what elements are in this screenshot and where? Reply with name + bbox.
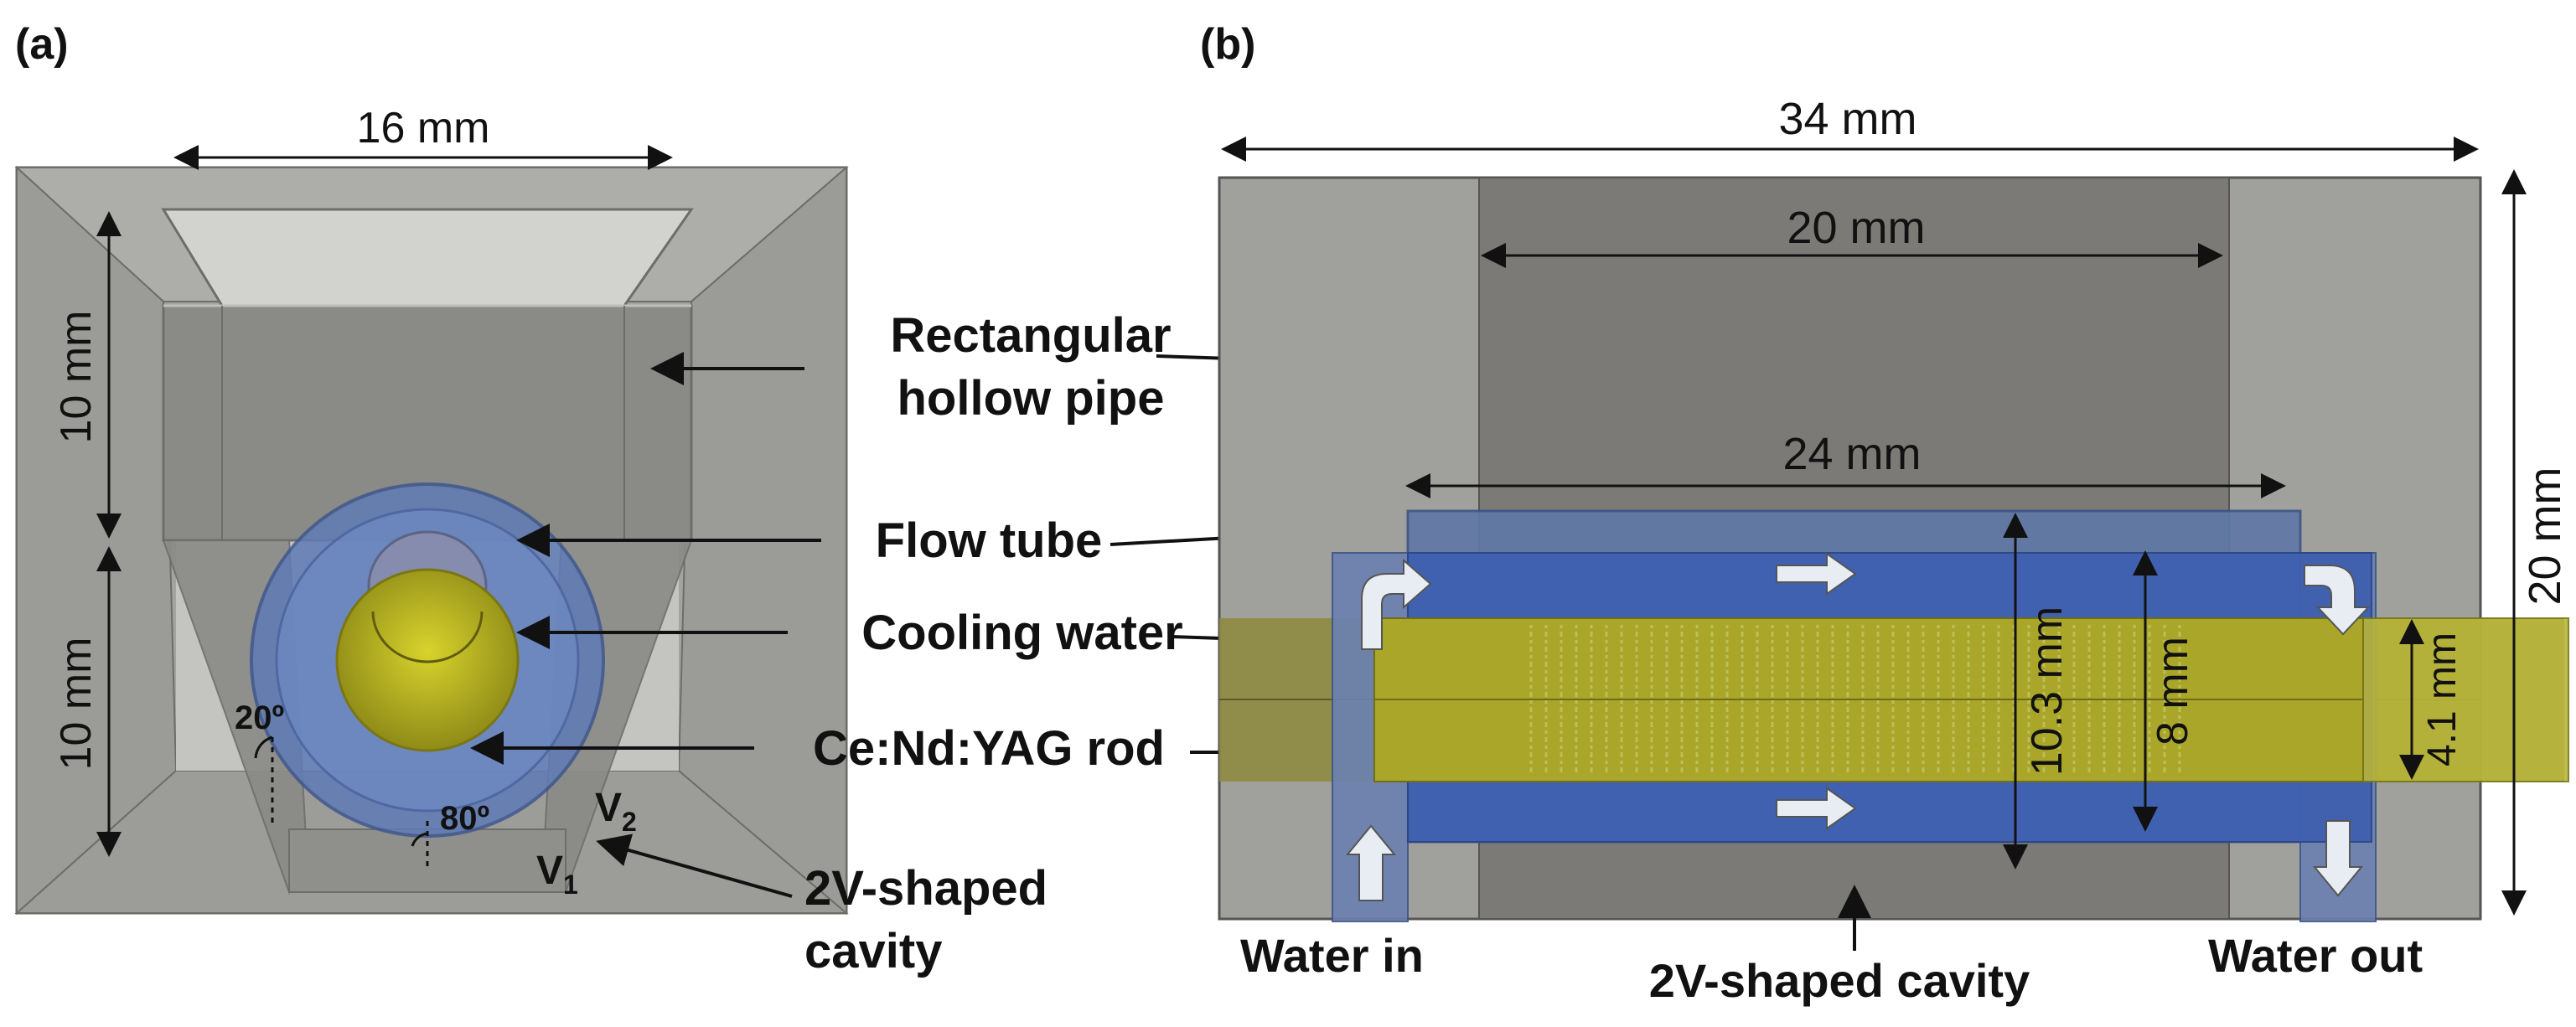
label-cavity: cavity <box>804 924 942 978</box>
v1-label: V1 <box>536 849 578 900</box>
dim-10mm-lower: 10 mm <box>52 637 101 771</box>
label-2v-shaped: 2V-shaped <box>804 861 1047 916</box>
label-rectangular: Rectangular <box>890 308 1171 363</box>
label-water-out: Water out <box>2208 929 2423 982</box>
dim-20mm-pipe: 20 mm <box>1787 203 1925 253</box>
angle-20: 20º <box>235 699 284 736</box>
label-2v-cavity-b: 2V-shaped cavity <box>1649 954 2030 1007</box>
label-hollow-pipe: hollow pipe <box>897 371 1165 426</box>
ce-nd-yag-rod-cross-section <box>335 568 520 752</box>
dim-10mm-upper: 10 mm <box>52 311 101 444</box>
label-water-in: Water in <box>1240 929 1424 982</box>
dim-24mm: 24 mm <box>1782 429 1921 479</box>
angle-80: 80º <box>440 800 489 837</box>
panel-b-label: (b) <box>1200 20 1255 69</box>
dim-34mm: 34 mm <box>1778 94 1916 144</box>
flow-arrow-inlet-turn <box>1361 558 1432 650</box>
label-flow-tube: Flow tube <box>876 514 1103 568</box>
label-rod: Ce:Nd:YAG rod <box>813 721 1165 776</box>
dim-16mm: 16 mm <box>357 104 490 152</box>
v2-label: V2 <box>595 786 637 837</box>
flow-arrow-in <box>1345 824 1397 901</box>
label-cooling-water: Cooling water <box>861 606 1182 660</box>
cavity-bottom <box>288 828 566 893</box>
dim-20mm-height: 20 mm <box>2520 467 2570 605</box>
flow-arrow-bottom <box>1776 787 1857 830</box>
dim-4-1mm: 4.1 mm <box>2420 632 2465 766</box>
pipe-top-face <box>161 208 694 307</box>
dim-8mm: 8 mm <box>2149 637 2197 746</box>
dim-10-3mm: 10.3 mm <box>2023 606 2072 776</box>
panel-a: (a) 16 mm 10 mm 10 mm <box>14 20 849 916</box>
rod-outlet-end <box>2362 617 2569 782</box>
flow-arrow-out <box>2312 820 2364 897</box>
panel-b: (b) 34 mm 20 mm <box>1200 20 2570 1007</box>
flow-arrow-top <box>1776 552 1857 596</box>
flow-arrow-outlet-turn <box>2304 565 2371 636</box>
panel-a-label: (a) <box>15 20 69 69</box>
flow-arrows <box>1345 552 2371 901</box>
